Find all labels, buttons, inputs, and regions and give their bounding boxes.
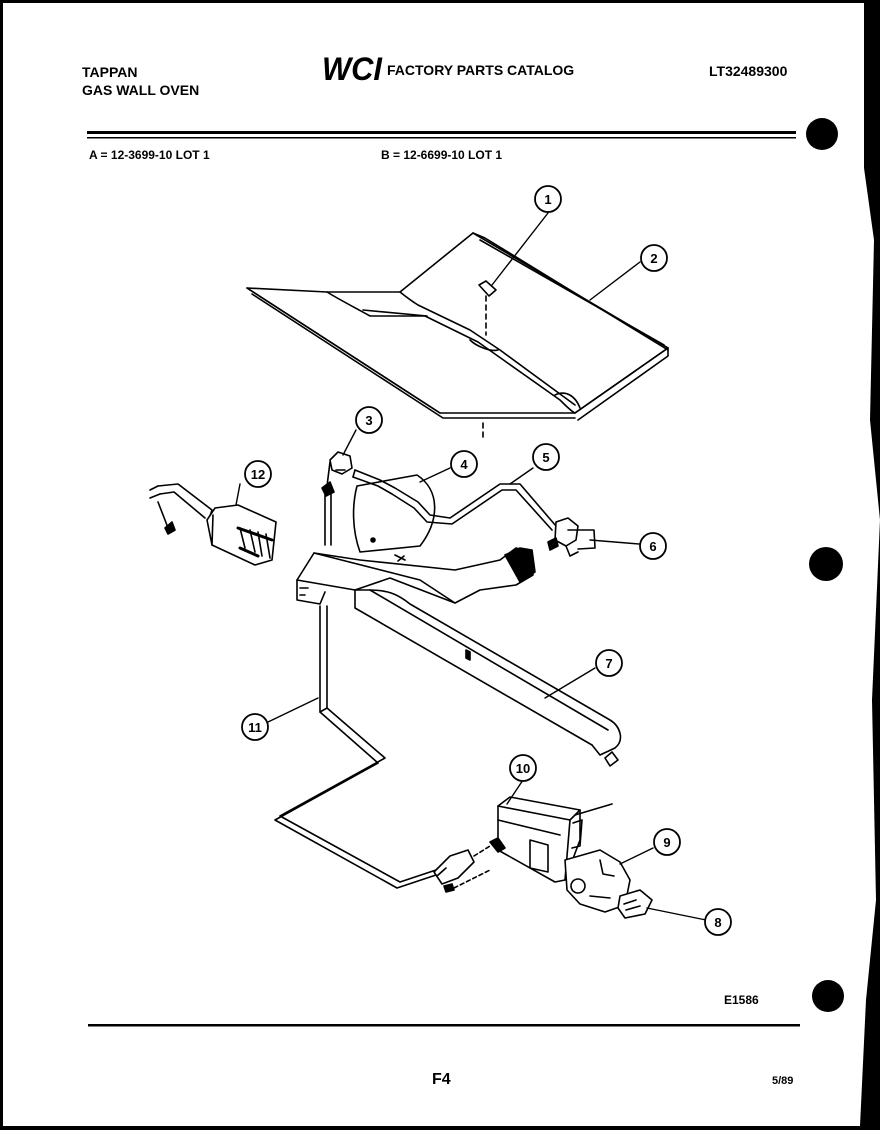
page-number: F4 xyxy=(432,1071,451,1088)
callout-9: 9 xyxy=(653,828,681,856)
svg-text:3: 3 xyxy=(365,413,372,428)
baffle-clip xyxy=(478,280,497,441)
callout-1: 1 xyxy=(534,185,562,213)
callout-12: 12 xyxy=(244,460,272,488)
callout-6: 6 xyxy=(639,532,667,560)
svg-text:8: 8 xyxy=(714,915,721,930)
burner-baffle xyxy=(246,232,669,421)
catalog-title: FACTORY PARTS CATALOG xyxy=(387,62,575,78)
callout-11: 11 xyxy=(241,713,269,741)
header-rule-thick xyxy=(87,131,796,134)
svg-text:4: 4 xyxy=(460,457,468,472)
logo-text: WCI xyxy=(322,51,383,85)
burner-shield-plate xyxy=(352,474,436,562)
svg-text:7: 7 xyxy=(605,656,612,671)
pilot-burner xyxy=(547,517,596,557)
svg-text:1: 1 xyxy=(544,192,551,207)
brand-name: TAPPAN xyxy=(82,64,138,80)
thermostat-stem xyxy=(617,889,653,919)
svg-text:2: 2 xyxy=(650,251,657,266)
model-number: LT32489300 xyxy=(709,63,788,79)
svg-text:12: 12 xyxy=(251,467,265,482)
binder-hole-bottom xyxy=(812,980,844,1012)
callout-2: 2 xyxy=(640,244,668,272)
header-rule-thin xyxy=(87,137,796,139)
svg-text:6: 6 xyxy=(649,539,656,554)
pipe-fitting xyxy=(433,845,491,893)
binder-hole-middle xyxy=(809,547,843,581)
svg-text:5: 5 xyxy=(542,450,549,465)
pilot-tube xyxy=(352,469,557,531)
callout-5: 5 xyxy=(532,443,560,471)
callout-3: 3 xyxy=(355,406,383,434)
footer-rule xyxy=(88,1024,800,1027)
lot-b-label: B = 12-6699-10 LOT 1 xyxy=(381,148,503,162)
ignitor xyxy=(149,483,277,566)
svg-text:9: 9 xyxy=(663,835,670,850)
page-date: 5/89 xyxy=(772,1075,794,1087)
product-name: GAS WALL OVEN xyxy=(82,82,200,98)
svg-text:11: 11 xyxy=(248,720,262,735)
burner-tube-assembly xyxy=(274,491,437,889)
diagram-code: E1586 xyxy=(724,993,759,1007)
callout-10: 10 xyxy=(509,754,537,782)
product-header: TAPPAN GAS WALL OVEN xyxy=(82,63,199,99)
orifice-hood xyxy=(321,451,353,497)
callout-7: 7 xyxy=(595,649,623,677)
part-callouts: 1 2 3 4 5 6 7 xyxy=(241,185,732,936)
callout-8: 8 xyxy=(704,908,732,936)
wci-logo: WCI xyxy=(322,51,383,85)
binder-hole-top xyxy=(806,118,838,150)
lot-a-label: A = 12-3699-10 LOT 1 xyxy=(89,148,210,162)
oven-burner xyxy=(296,547,622,767)
callout-4: 4 xyxy=(450,450,478,478)
leader-lines xyxy=(235,212,707,921)
svg-text:10: 10 xyxy=(516,761,530,776)
